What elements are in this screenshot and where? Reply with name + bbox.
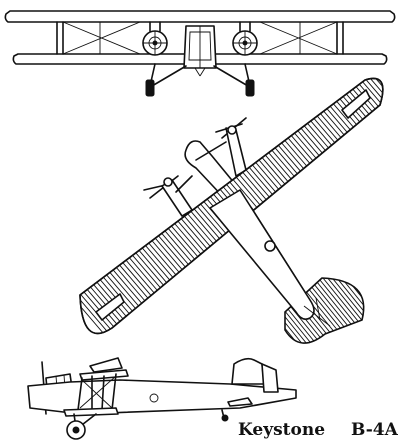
rib-line [351, 78, 383, 104]
rib-line [318, 278, 364, 325]
rib-line [321, 278, 364, 322]
front-view [4, 10, 396, 97]
aircraft-designation: B-4A [351, 420, 398, 440]
rib-line [313, 278, 364, 329]
rib-line [285, 302, 320, 344]
rib-line [315, 278, 364, 327]
side-view [27, 357, 297, 440]
rib-line [324, 278, 364, 320]
rib-line [327, 278, 364, 318]
aircraft-name: Keystone [238, 420, 326, 440]
rib-line [339, 78, 380, 114]
aircraft-caption: Keystone B-4A [238, 420, 398, 440]
rib-line [285, 297, 326, 344]
rib-line [345, 78, 383, 109]
rib-line [80, 296, 112, 334]
top-view [79, 77, 384, 344]
rib-line [336, 78, 377, 117]
rib-line [285, 300, 323, 344]
rib-line [342, 78, 383, 112]
rib-line [285, 304, 317, 344]
